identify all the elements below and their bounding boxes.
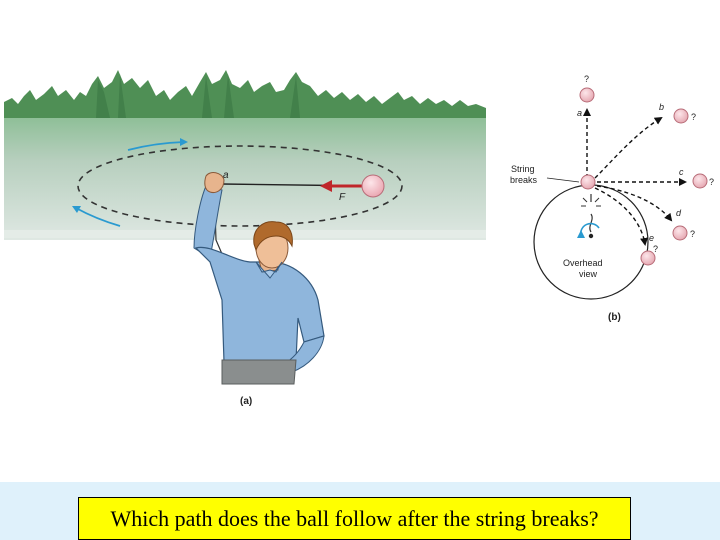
- force-arrowhead: [320, 180, 332, 192]
- figure-a-illustration: F a: [4, 70, 486, 385]
- figure-b-overhead-diagram: a b c d e ? ? ? ? ? String breaks Overhe…: [510, 74, 714, 300]
- question-mark-a: ?: [584, 74, 589, 84]
- figure-b-caption: (b): [608, 312, 621, 323]
- question-mark-b: ?: [691, 112, 696, 122]
- question-text: Which path does the ball follow after th…: [110, 505, 599, 531]
- person-pants: [221, 359, 297, 385]
- overhead-view-label-line2: view: [579, 269, 598, 279]
- string-breaks-pointer: [546, 177, 580, 183]
- person-hair: [253, 221, 293, 252]
- question-mark-e: ?: [653, 244, 658, 254]
- circular-path: [533, 184, 649, 300]
- rotation-arrowhead: [577, 230, 585, 238]
- break-burst: [581, 197, 601, 207]
- path-b: [594, 116, 663, 179]
- tree-line: [4, 70, 486, 118]
- orbit-path: [77, 145, 403, 227]
- point-label: a: [223, 170, 229, 181]
- ball-break-point: [580, 174, 596, 190]
- overhead-view-label-line1: Overhead: [563, 258, 603, 268]
- force-label: F: [339, 192, 346, 203]
- destination-ball-e: [640, 250, 656, 266]
- motion-arrowhead-top: [180, 138, 188, 146]
- person-collar: [255, 261, 283, 279]
- destination-ball-b: [673, 108, 689, 124]
- figure-a-caption: (a): [240, 396, 253, 407]
- question-box: Which path does the ball follow after th…: [78, 497, 631, 540]
- question-mark-d: ?: [690, 229, 695, 239]
- destination-ball-d: [672, 225, 688, 241]
- path-d: [596, 185, 673, 222]
- field-lower: [4, 230, 486, 238]
- path-label-d: d: [676, 208, 682, 218]
- path-label-c: c: [679, 167, 684, 177]
- person-shirt: [194, 246, 325, 363]
- center-pivot: [588, 233, 594, 239]
- field-background: [4, 118, 486, 240]
- destination-ball-c: [692, 173, 708, 189]
- string-breaks-label-line1: String: [511, 164, 535, 174]
- path-label-e: e: [649, 233, 654, 243]
- string-breaks-label-line2: breaks: [510, 175, 538, 185]
- motion-arrowhead-left: [72, 206, 81, 213]
- motion-arrow-left: [75, 207, 121, 227]
- person-hand: [204, 172, 225, 193]
- broken-string: [589, 194, 593, 233]
- path-label-b: b: [659, 102, 664, 112]
- path-label-a: a: [577, 108, 582, 118]
- question-mark-c: ?: [709, 177, 714, 187]
- destination-ball-a: [579, 87, 595, 103]
- ball: [361, 174, 385, 198]
- motion-arrow-top: [127, 141, 185, 151]
- path-e: [594, 187, 648, 246]
